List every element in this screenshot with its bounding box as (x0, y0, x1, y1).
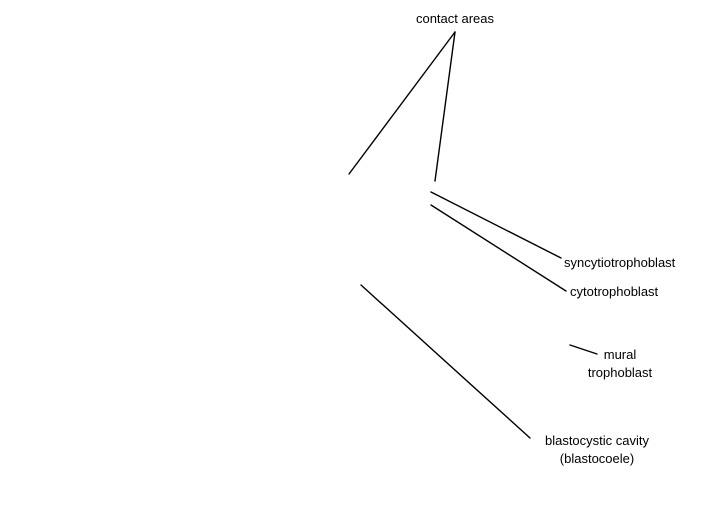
label-cavity-line-2: (blastocoele) (559, 451, 635, 466)
leader-contact-areas-right (434, 31, 456, 182)
leader-cytotrophoblast (430, 204, 567, 292)
label-blastocystic-cavity: blastocystic cavity (blastocoele) (522, 432, 672, 468)
label-syncytiotrophoblast: syncytiotrophoblast (564, 254, 675, 272)
label-cavity-line-1: blastocystic cavity (544, 433, 650, 448)
label-mural-line-2: trophoblast (587, 365, 653, 380)
label-mural-line-1: mural (603, 347, 637, 362)
label-contact-areas: contact areas (400, 10, 510, 28)
label-cytotrophoblast-text: cytotrophoblast (570, 284, 659, 299)
label-cytotrophoblast: cytotrophoblast (570, 283, 658, 301)
leader-blastocystic-cavity (360, 284, 531, 439)
label-mural-trophoblast: mural trophoblast (570, 346, 670, 382)
label-contact-areas-text: contact areas (415, 11, 495, 26)
leader-syncytiotrophoblast (430, 191, 562, 259)
leader-mural-trophoblast (569, 344, 598, 355)
label-syncytiotrophoblast-text: syncytiotrophoblast (564, 255, 676, 270)
leader-contact-areas-left (348, 31, 456, 175)
